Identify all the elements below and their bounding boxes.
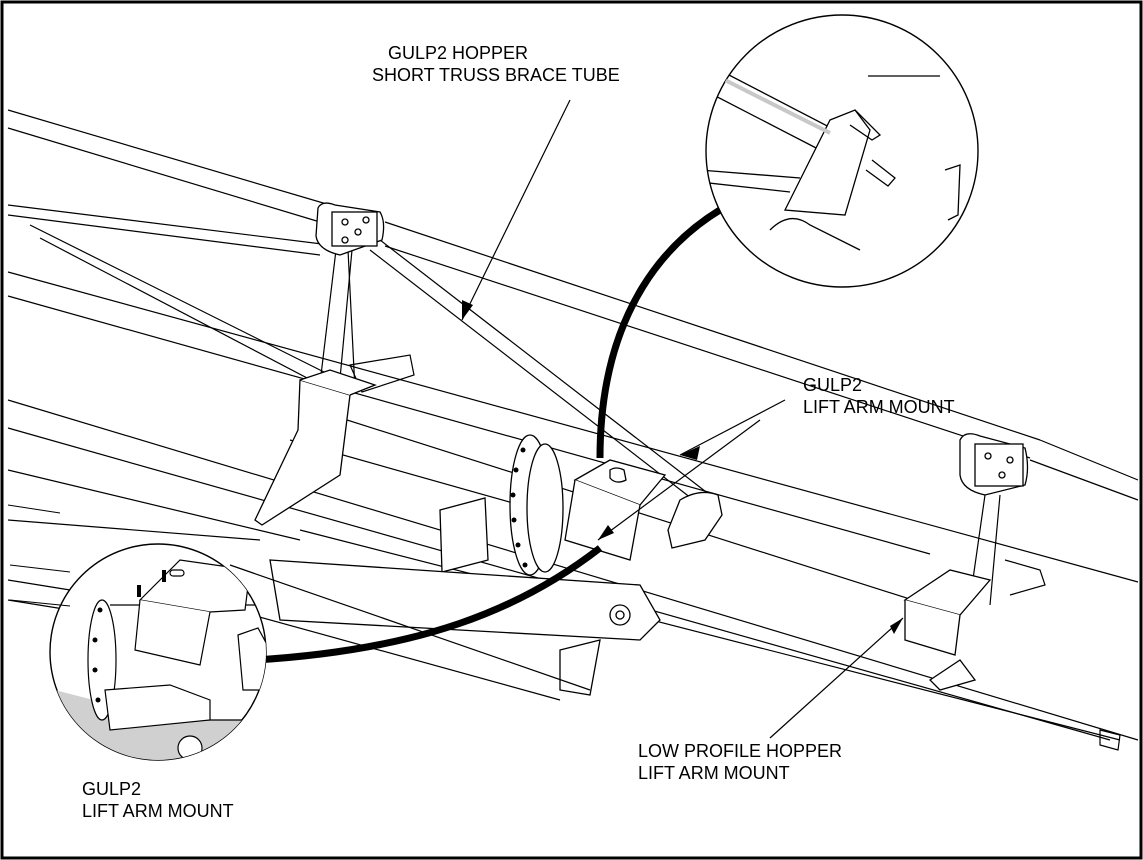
callout-low-profile-line2: LIFT ARM MOUNT <box>638 763 790 783</box>
detail-circle-bottom-left <box>49 543 267 761</box>
lift-arm <box>269 559 661 696</box>
hatch-details <box>7 504 71 607</box>
hopper-bracket-left <box>254 369 377 526</box>
flange-ring <box>509 434 564 576</box>
truss-frame <box>7 109 1139 751</box>
callout-low-profile-line1: LOW PROFILE HOPPER <box>638 741 843 761</box>
callout-brace-tube-line1: GULP2 HOPPER <box>388 43 529 63</box>
callout-lift-arm-mount-right-line2: LIFT ARM MOUNT <box>803 397 955 417</box>
flange-bolts <box>510 447 528 568</box>
small-bracket <box>439 497 489 573</box>
callout-lift-arm-mount-right-line1: GULP2 <box>803 375 863 395</box>
truss-joint-left <box>315 202 385 256</box>
leader-lines <box>461 99 904 739</box>
saddle-clamp <box>667 491 723 549</box>
leader-arrowheads <box>462 300 903 634</box>
detail-circle-top-right <box>705 14 979 288</box>
detail-arrow-bottom <box>254 545 603 664</box>
callout-brace-tube-line2: SHORT TRUSS BRACE TUBE <box>372 65 620 85</box>
truss-joint-right <box>959 433 1029 496</box>
low-profile-mount <box>903 569 992 691</box>
callout-lift-arm-mount-detail-line2: LIFT ARM MOUNT <box>82 801 234 821</box>
callout-lift-arm-mount-detail-line1: GULP2 <box>82 779 142 799</box>
